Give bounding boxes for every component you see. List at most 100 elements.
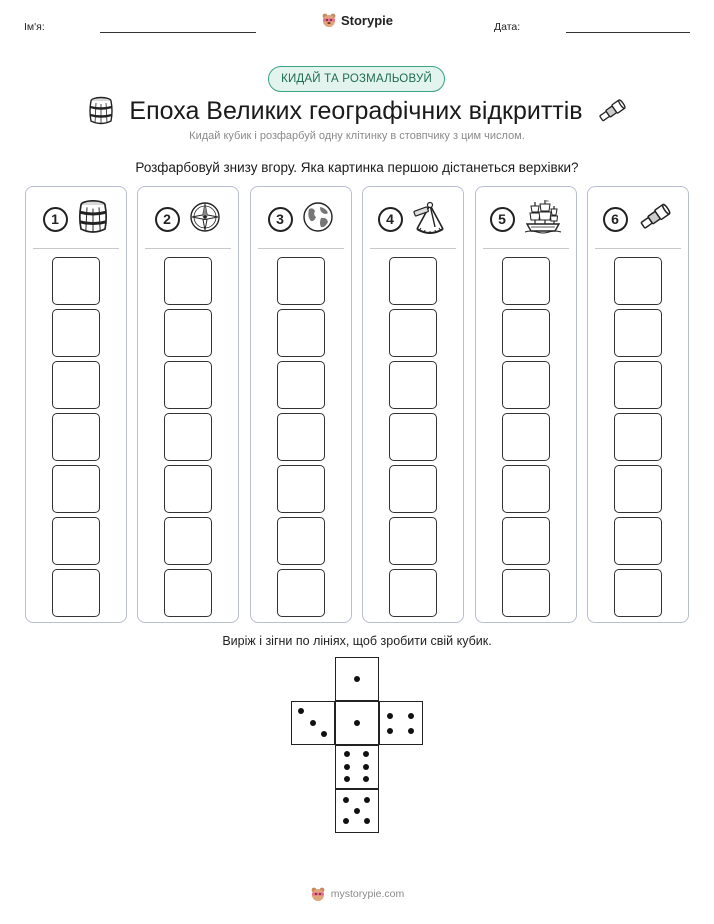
question: Розфарбовуй знизу вгору. Яка картинка пе… [135,160,579,175]
color-cell[interactable] [502,465,550,513]
die-face [379,701,423,745]
color-cell[interactable] [502,309,550,357]
color-cell[interactable] [52,517,100,565]
column-number: 6 [602,206,628,232]
spyglass-icon [636,200,674,239]
die-pip [362,751,369,758]
brand-name: Storypie [340,12,393,28]
die-pip [353,675,360,682]
die-pip [298,708,305,715]
subtitle: Кидай кубик і розфарбуй одну клітинку в … [189,130,525,142]
color-cell[interactable] [277,569,325,617]
die-pip [363,797,370,804]
column-header: 4 [363,201,463,237]
barrel-icon [76,199,110,240]
color-cell[interactable] [389,517,437,565]
ship-icon [523,198,563,241]
color-cell[interactable] [502,361,550,409]
die-pip [362,763,369,770]
color-cell[interactable] [164,465,212,513]
column-header: 3 [251,201,351,237]
color-cell[interactable] [164,361,212,409]
column-5: 5 [475,186,577,623]
die-pip [343,817,350,824]
column-header: 1 [26,199,126,240]
color-cell[interactable] [277,413,325,461]
color-cell[interactable] [389,413,437,461]
activity-badge: КИДАЙ ТА РОЗМАЛЬОВУЙ [268,66,445,92]
compass-icon [188,200,222,239]
color-cell[interactable] [502,413,550,461]
color-cell[interactable] [277,361,325,409]
die-pip [387,727,394,734]
color-cell[interactable] [52,257,100,305]
color-cell[interactable] [614,309,662,357]
footer: mystorypie.com [0,886,714,902]
page-title: Епоха Великих географічних відкриттів [129,96,583,125]
color-cell[interactable] [277,517,325,565]
color-cell[interactable] [164,569,212,617]
color-cell[interactable] [389,257,437,305]
color-cell[interactable] [389,309,437,357]
die-face [335,745,379,789]
column-header: 6 [588,201,688,237]
color-cell[interactable] [502,569,550,617]
color-cell[interactable] [389,465,437,513]
color-cell[interactable] [52,569,100,617]
die-pip [309,719,316,726]
color-cell[interactable] [52,465,100,513]
die-pip [407,727,414,734]
die-pip [363,817,370,824]
die-pip [320,730,327,737]
column-divider [145,248,231,249]
color-cell[interactable] [389,361,437,409]
die-face [291,701,335,745]
color-cell[interactable] [52,309,100,357]
spyglass-icon [598,99,626,122]
date-line [566,32,690,33]
color-cell[interactable] [614,257,662,305]
storypie-icon [311,887,325,901]
color-cell[interactable] [614,569,662,617]
die-pip [344,763,351,770]
brand-logo: Storypie [0,12,714,28]
color-cell[interactable] [277,257,325,305]
die-face [335,701,379,745]
column-header: 5 [476,199,576,237]
storypie-icon [322,13,336,27]
color-cell[interactable] [277,465,325,513]
color-cell[interactable] [277,309,325,357]
color-cell[interactable] [389,569,437,617]
color-cell[interactable] [614,465,662,513]
column-divider [483,248,569,249]
die-pip [353,719,360,726]
color-cell[interactable] [614,517,662,565]
die-pip [362,775,369,782]
die-pip [343,797,350,804]
die-face [335,789,379,833]
color-cell[interactable] [502,257,550,305]
barrel-icon [89,96,114,125]
color-cell[interactable] [52,361,100,409]
color-cell[interactable] [164,517,212,565]
color-cell[interactable] [164,413,212,461]
die-pip [387,713,394,720]
color-cell[interactable] [614,413,662,461]
column-number: 5 [489,206,515,232]
column-number: 4 [377,206,403,232]
color-cell[interactable] [164,309,212,357]
column-4: 4 [362,186,464,623]
die-face [335,657,379,701]
footer-url: mystorypie.com [330,888,405,900]
cut-instruction: Виріж і зігни по лініях, щоб зробити сві… [222,634,492,648]
color-cell[interactable] [502,517,550,565]
die-pip [344,751,351,758]
color-cell[interactable] [614,361,662,409]
column-2: 2 [137,186,239,623]
color-cell[interactable] [164,257,212,305]
globe-icon [301,200,335,239]
sextant-icon [411,199,449,240]
color-cell[interactable] [52,413,100,461]
name-label: Ім'я: [24,21,45,33]
column-3: 3 [250,186,352,623]
